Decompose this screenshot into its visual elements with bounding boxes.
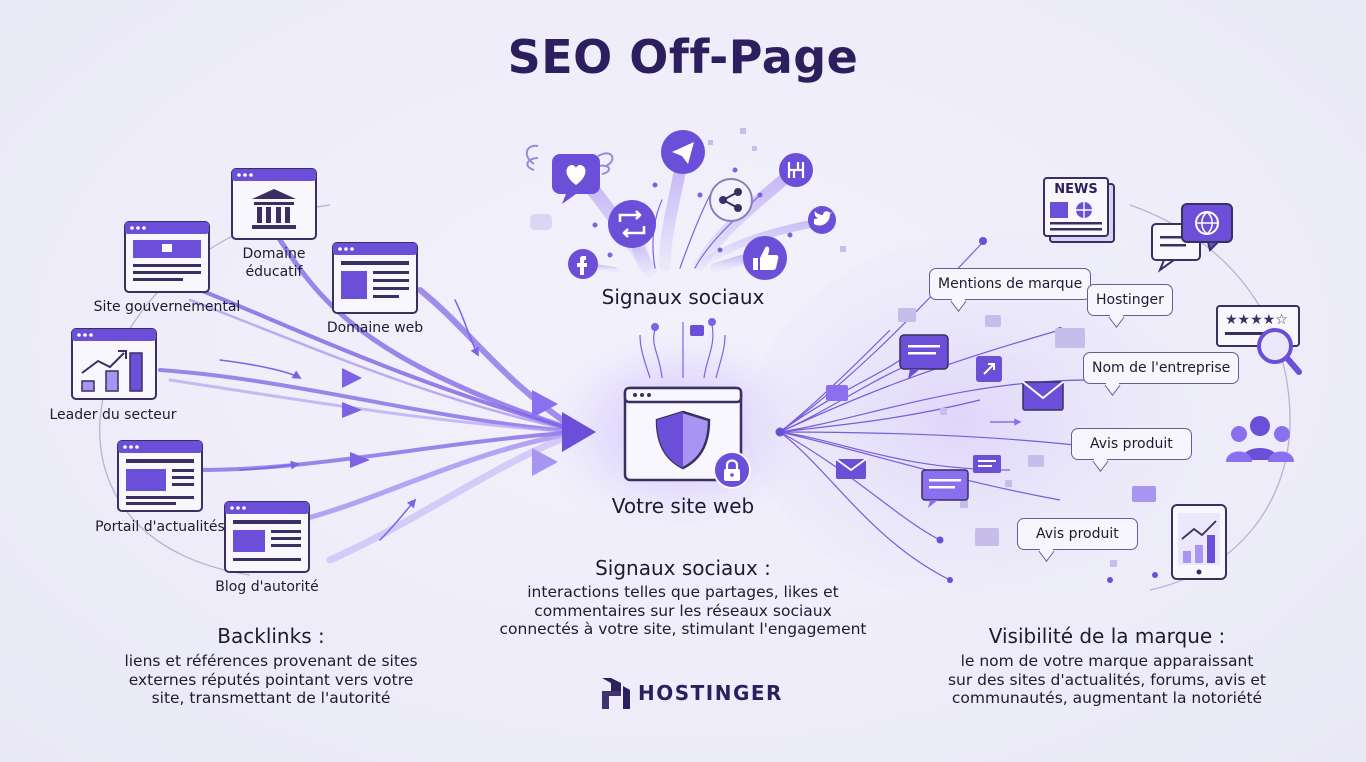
- community-icon: [1226, 416, 1294, 462]
- hostinger-logo-icon: [602, 678, 630, 709]
- arrowhead-small-2: [342, 402, 362, 418]
- source-label-authority-blog: Blog d'autorité: [215, 579, 319, 595]
- backlinks-heading: Backlinks :: [217, 624, 325, 648]
- source-label-educational: Domaine éducatif: [242, 246, 306, 280]
- brand-heading: Visibilité de la marque :: [988, 624, 1226, 648]
- envelope-small-icon: [835, 458, 867, 479]
- university-card-icon: [231, 168, 317, 240]
- brand-description: le nom de votre marque apparaissant sur …: [947, 652, 1266, 707]
- news-label: NEWS: [1054, 182, 1098, 197]
- newspaper-icon: [1043, 177, 1115, 243]
- main-arrowhead: [562, 412, 596, 452]
- chat-square-icon: [921, 469, 969, 508]
- faded-doc-icons: [826, 308, 1156, 546]
- social-signals-label: Signaux sociaux: [601, 285, 765, 309]
- bubble-hostinger: Hostinger: [1087, 284, 1173, 316]
- heart-icon: [525, 144, 614, 204]
- bubble-brand-mentions: Mentions de marque: [929, 268, 1092, 300]
- share-icon: [709, 178, 753, 222]
- chat-bubble-icon: [899, 334, 949, 379]
- arrowhead-small-1: [342, 368, 362, 388]
- repost-icon: [608, 200, 656, 248]
- backlinks-description: liens et références provenant de sites e…: [124, 652, 418, 707]
- blog-card-icon: [224, 501, 310, 573]
- bubble-company-name: Nom de l'entreprise: [1083, 352, 1240, 384]
- brand-hub-dot: [775, 427, 785, 437]
- hub-label: Votre site web: [611, 494, 755, 518]
- svg-text:★★★★☆: ★★★★☆: [1225, 312, 1288, 328]
- source-label-government: Site gouvernemental: [93, 299, 241, 315]
- comment-mini-icon: [690, 325, 704, 336]
- message-card-icon: [973, 455, 1001, 473]
- social-description: interactions telles que partages, likes …: [499, 583, 867, 638]
- faded-heart-icon: [530, 214, 552, 230]
- brand-glow: [750, 230, 1270, 610]
- page-title: SEO Off-Page: [507, 30, 859, 84]
- bubble-product-review-1: Avis produit: [1071, 428, 1192, 460]
- government-site-card-icon: [124, 221, 210, 293]
- arrowhead-lower: [532, 448, 558, 476]
- thumbs-up-icon: [743, 236, 787, 280]
- social-dots: [592, 128, 846, 258]
- source-label-web-domain: Domaine web: [326, 320, 424, 336]
- twitter-icon: [808, 206, 836, 234]
- arrowhead-upper: [532, 390, 558, 418]
- telegram-icon: [661, 130, 705, 174]
- chart-card-icon: [71, 328, 157, 400]
- facebook-icon: [568, 249, 598, 279]
- backlink-flows: [158, 237, 584, 564]
- social-heading: Signaux sociaux :: [595, 556, 771, 580]
- news-portal-card-icon: [117, 440, 203, 512]
- dot: [651, 323, 659, 331]
- rating-magnifier-icon: ★★★★☆: [1216, 305, 1302, 375]
- chat-globe-icon: [1151, 203, 1233, 273]
- hostinger-logo-text: HOSTINGER: [638, 681, 783, 705]
- source-label-industry-leader: Leader du secteur: [49, 407, 177, 423]
- arrowhead-small-3: [350, 452, 370, 468]
- bubble-product-review-2: Avis produit: [1017, 518, 1138, 550]
- hostinger-icon: [779, 153, 813, 187]
- website-shield-icon: [623, 386, 751, 489]
- envelope-icon: [1022, 381, 1064, 411]
- social-to-hub-lines: [639, 322, 726, 379]
- source-label-news-portal: Portail d'actualités: [95, 519, 225, 535]
- link-card-icon: [976, 356, 1002, 382]
- tablet-chart-icon: [1171, 504, 1227, 580]
- web-domain-card-icon: [332, 242, 418, 314]
- dot: [708, 318, 716, 326]
